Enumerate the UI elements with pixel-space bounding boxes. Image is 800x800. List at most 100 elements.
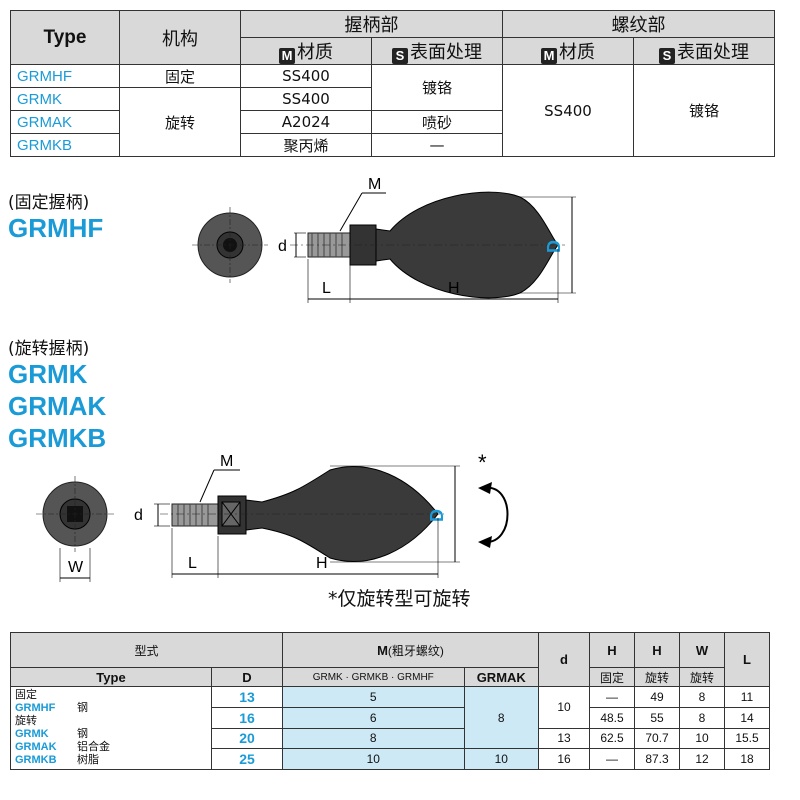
type-line: 旋转 <box>15 715 37 727</box>
type-header: Type <box>10 667 212 687</box>
type-cell: GRMHF <box>10 64 120 88</box>
L-cell: 18 <box>724 748 770 770</box>
material-tag: M <box>279 48 295 64</box>
d-cell: 10 <box>538 686 590 729</box>
grip-surface-cell: 喷砂 <box>371 110 503 134</box>
dimension-table: 型式 M(粗牙螺纹) d H H W L Type D GRMK · GRMKB… <box>10 632 770 770</box>
M1-cell: 6 <box>282 706 465 729</box>
M1-cell: 10 <box>282 748 465 770</box>
H-sub-header: 固定 <box>589 667 635 687</box>
L-cell: 15.5 <box>724 727 770 750</box>
thread-label: M <box>368 176 381 193</box>
model-name: GRMK <box>8 359 88 389</box>
M-header: M(粗牙螺纹) <box>282 632 539 668</box>
thread-material-cell: SS400 <box>502 64 634 157</box>
grip-diameter-label: D <box>544 240 564 253</box>
H-rotating-cell: 70.7 <box>634 727 680 750</box>
model-name: GRMAK <box>8 391 107 421</box>
type-cell: GRMKB <box>10 133 120 157</box>
mechanism-header: 机构 <box>119 10 241 65</box>
shaft-diameter-label: d <box>278 238 287 255</box>
W-header: W <box>679 632 725 668</box>
rotation-arrow-icon <box>484 486 509 544</box>
grip-surface-cell: — <box>371 133 503 157</box>
D-cell: 20 <box>211 727 283 750</box>
model-header: 型式 <box>10 632 283 668</box>
W-cell: 8 <box>679 686 725 708</box>
D-cell: 16 <box>211 706 283 729</box>
grip-surface-cell: 镀铬 <box>371 64 503 111</box>
L-cell: 14 <box>724 706 770 729</box>
width-label: W <box>68 559 84 576</box>
type-cell: GRMK <box>10 87 120 111</box>
L-cell: 11 <box>724 686 770 708</box>
M2-cell: 10 <box>463 748 539 770</box>
H-fixed-cell: — <box>589 686 635 708</box>
M2-cell: 8 <box>463 685 539 750</box>
thread-length-label: L <box>188 555 197 572</box>
rotation-star: * <box>478 450 487 475</box>
end-view <box>36 476 114 552</box>
W-cell: 8 <box>679 706 725 729</box>
type-line: 固定 <box>15 689 37 701</box>
grip-material-cell: SS400 <box>240 64 372 88</box>
H-fixed-header: H <box>589 632 635 668</box>
grip-diameter-label: D <box>427 509 447 522</box>
d-cell: 13 <box>538 727 590 750</box>
M-sub-header: GRMAK <box>463 667 539 687</box>
mechanism-cell: 固定 <box>119 64 241 88</box>
W-cell: 12 <box>679 748 725 770</box>
model-name: GRMKB <box>8 423 107 453</box>
grip-header: 握柄部 <box>240 10 503 38</box>
D-header: D <box>211 667 283 687</box>
side-view <box>290 191 565 299</box>
D-cell: 13 <box>211 686 283 708</box>
H-rotating-cell: 49 <box>634 686 680 708</box>
rotating-handle-drawing: W M d D * L H <box>36 450 509 582</box>
grip-material-cell: A2024 <box>240 110 372 134</box>
d-cell: 16 <box>538 748 590 770</box>
thread-surface-cell: 镀铬 <box>633 64 775 157</box>
M1-cell: 8 <box>282 727 465 750</box>
grip-material-cell: 聚丙烯 <box>240 133 372 157</box>
thread-label: M <box>220 453 233 470</box>
rotating-grip-label: (旋转握柄) <box>8 339 90 359</box>
H-rotating-cell: 87.3 <box>634 748 680 770</box>
D-cell: 25 <box>211 748 283 770</box>
d-header: d <box>538 632 590 687</box>
H-fixed-cell: 48.5 <box>589 706 635 729</box>
H-sub-header: 旋转 <box>634 667 680 687</box>
handle-length-label: H <box>316 555 328 572</box>
type-header: Type <box>10 10 120 65</box>
thread-header: 螺纹部 <box>502 10 775 38</box>
grip-material-cell: SS400 <box>240 87 372 111</box>
handle-length-label: H <box>448 280 460 297</box>
type-cell: GRMAK <box>10 110 120 134</box>
W-cell: 10 <box>679 727 725 750</box>
fixed-handle-drawing: M d D L H <box>192 176 576 303</box>
model-name: GRMHF <box>8 213 104 243</box>
surface-tag: S <box>392 48 408 64</box>
rotation-note: *仅旋转型可旋转 <box>328 588 471 610</box>
shaft-diameter-label: d <box>134 507 143 524</box>
M1-cell: 5 <box>282 686 465 708</box>
H-fixed-cell: 62.5 <box>589 727 635 750</box>
W-sub-header: 旋转 <box>679 667 725 687</box>
thread-length-label: L <box>322 280 331 297</box>
H-rotating-cell: 55 <box>634 706 680 729</box>
side-view <box>160 466 444 562</box>
end-view <box>192 207 268 283</box>
M-sub-header: GRMK · GRMKB · GRMHF <box>282 667 465 687</box>
H-rotating-header: H <box>634 632 680 668</box>
L-header: L <box>724 632 770 687</box>
